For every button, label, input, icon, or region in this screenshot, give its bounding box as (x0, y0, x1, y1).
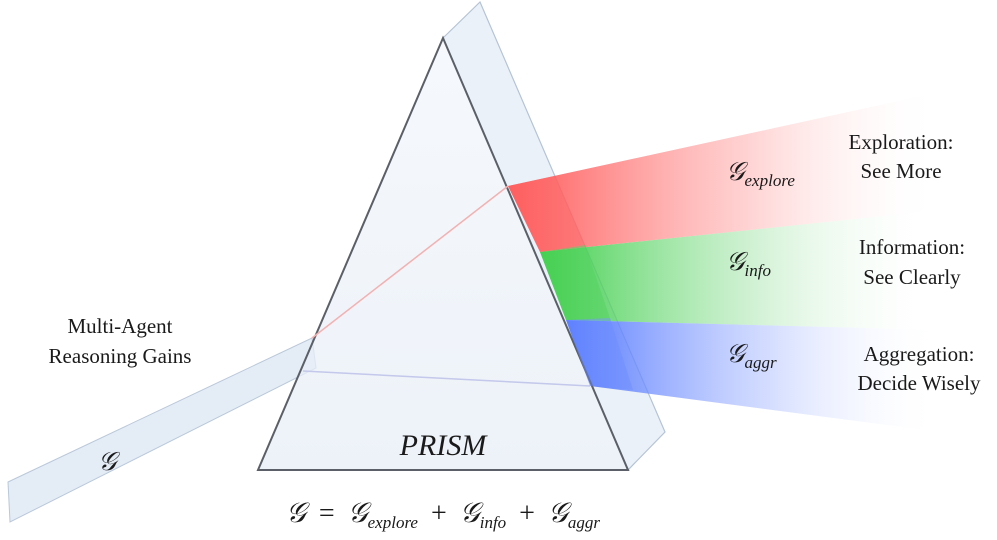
aggr-name-line2: Decide Wisely (858, 371, 981, 395)
prism-label: PRISM (399, 429, 489, 462)
explore-symbol: 𝒢explore (726, 157, 795, 190)
explore-name-line2: See More (860, 159, 941, 183)
info-beam (540, 210, 940, 330)
input-beam-symbol: 𝒢 (98, 447, 121, 476)
prism-front-face (256, 35, 630, 471)
explore-beam-inner (508, 176, 585, 252)
input-label-line2: Reasoning Gains (49, 344, 192, 368)
equation: 𝒢 = 𝒢explore + 𝒢info + 𝒢aggr (286, 498, 600, 535)
info-beam-inner (540, 245, 610, 320)
input-label-line1: Multi-Agent (68, 314, 173, 338)
info-name-line1: Information: (859, 235, 965, 259)
base-ray (302, 370, 591, 387)
info-name-line2: See Clearly (863, 265, 961, 289)
aggr-name-line1: Aggregation: (864, 342, 975, 366)
info-symbol: 𝒢info (726, 247, 771, 280)
aggr-beam-inner (566, 318, 633, 390)
aggr-symbol: 𝒢aggr (726, 339, 777, 372)
explore-name-line1: Exploration: (849, 130, 954, 154)
aggr-beam (566, 320, 940, 432)
internal-ray (311, 185, 509, 339)
explore-beam (508, 92, 940, 252)
